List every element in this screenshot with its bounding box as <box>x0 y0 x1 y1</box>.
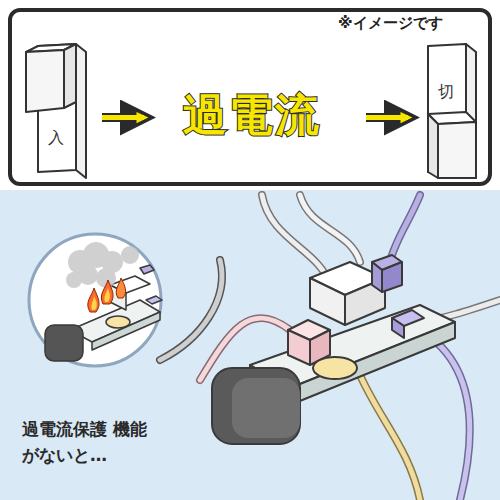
inset-circle <box>29 234 162 366</box>
background <box>0 190 500 500</box>
frame-panel: ※イメージです入 過電流 切 <box>8 8 492 186</box>
overcurrent-text: 過電流 <box>150 90 354 140</box>
power-strip <box>212 255 455 444</box>
arrow-connector <box>366 117 408 118</box>
switch-outline <box>414 42 480 180</box>
cords <box>160 195 500 500</box>
switch-text: 入 <box>48 128 64 149</box>
breaker-switch-off: 切 <box>414 42 480 180</box>
breaker-switch-on: 入 <box>24 42 90 180</box>
note-text: ※イメージです <box>338 14 443 33</box>
overcurrent-label: 過電流 <box>150 90 354 142</box>
switch-outline <box>24 42 90 180</box>
switch-text: 切 <box>438 82 454 103</box>
arrow-connector <box>102 117 144 118</box>
caption-note: 過電流保護 機能がないと… <box>22 416 154 468</box>
